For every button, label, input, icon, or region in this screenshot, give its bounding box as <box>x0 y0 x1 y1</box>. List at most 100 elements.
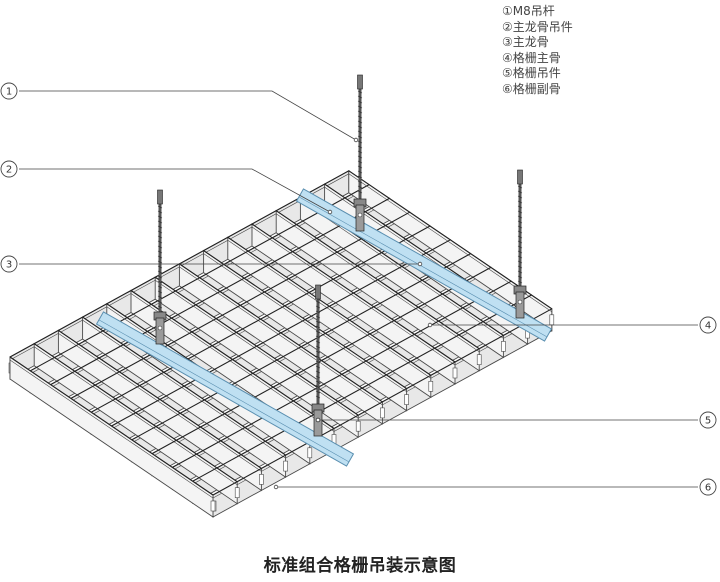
rod-thread <box>157 300 163 304</box>
channel-hanger <box>515 291 525 319</box>
rod-cap <box>315 284 321 300</box>
rod-thread <box>357 90 363 94</box>
diagram-caption: 标准组合格栅吊装示意图 <box>263 556 457 576</box>
rod-thread <box>157 240 163 244</box>
blade-top <box>154 276 359 416</box>
hanger-bolt <box>157 325 163 331</box>
callout-circle-1 <box>0 82 18 100</box>
rod-thread <box>157 295 163 299</box>
rod-thread <box>157 290 163 294</box>
blade-top <box>82 316 286 456</box>
hanger-bolt <box>517 299 523 305</box>
rod-cap <box>357 74 363 90</box>
rod-thread <box>315 355 321 359</box>
rod-thread <box>517 205 523 209</box>
rod-thread <box>517 210 523 214</box>
rod-thread <box>157 225 163 229</box>
rod-thread <box>157 280 163 284</box>
blade-end-slot <box>476 354 482 366</box>
rod-thread <box>157 270 163 274</box>
rod-thread <box>517 280 523 284</box>
rod-thread <box>315 390 321 394</box>
blade-lip <box>300 200 504 339</box>
blade-lip <box>251 226 456 366</box>
rod-thread <box>517 225 523 229</box>
rod-thread <box>517 185 523 189</box>
callout-number-5: 5 <box>705 416 711 427</box>
rod-thread <box>315 330 321 334</box>
callout-circle-2 <box>0 160 18 178</box>
rod-thread <box>517 220 523 224</box>
rod-thread <box>157 285 163 289</box>
rod-thread <box>357 105 363 109</box>
channel-hanger <box>313 409 323 437</box>
rod-thread <box>157 260 163 264</box>
rod-thread <box>315 310 321 314</box>
rod-thread <box>357 175 363 179</box>
rod-thread <box>517 240 523 244</box>
rod-thread <box>315 360 321 364</box>
callout-anchor-1 <box>353 137 359 143</box>
callout-circle-3 <box>0 255 18 273</box>
blade-lip <box>227 240 431 379</box>
rod-thread <box>157 250 163 254</box>
legend-item-6: ⑥格栅副骨 <box>502 81 561 96</box>
rod-thread <box>357 170 363 174</box>
rod-thread <box>315 345 321 349</box>
callout-number-3: 3 <box>6 260 12 271</box>
rod-thread <box>157 210 163 214</box>
main-channel <box>95 311 355 467</box>
rod-thread <box>517 200 523 204</box>
rod-thread <box>157 215 163 219</box>
callout-anchor-4 <box>427 322 433 328</box>
rod-thread <box>357 100 363 104</box>
rod-thread <box>157 205 163 209</box>
rod-thread <box>315 380 321 384</box>
blade-end-slot <box>283 460 288 472</box>
blade-end-slot <box>259 474 264 485</box>
rod-thread <box>157 220 163 224</box>
blade-end-slot <box>404 394 409 405</box>
rod-thread <box>315 370 321 374</box>
blade-top <box>179 263 383 403</box>
blade-top <box>33 343 238 483</box>
rod-thread <box>357 180 363 184</box>
blade-top <box>203 250 407 390</box>
rod-thread <box>315 320 321 324</box>
callout-circle-6 <box>699 478 717 496</box>
rod-thread <box>315 375 321 379</box>
rod-thread <box>517 250 523 254</box>
rod-thread <box>517 245 523 249</box>
rod-thread <box>315 340 321 344</box>
callout-anchor-6 <box>273 484 279 490</box>
rod-thread <box>315 365 321 369</box>
blade-lip <box>34 346 238 485</box>
legend-item-4: ④格栅主骨 <box>502 50 561 65</box>
blade-end-slot <box>210 500 216 512</box>
rod-thread <box>357 95 363 99</box>
blade-top <box>9 356 214 496</box>
rod-thread <box>517 260 523 264</box>
rod-thread <box>517 215 523 219</box>
rod-thread <box>357 135 363 139</box>
hanger-bolt <box>357 212 363 218</box>
rod-thread <box>357 110 363 114</box>
rod-thread <box>315 315 321 319</box>
blade-end-slot <box>234 487 240 499</box>
rod-thread <box>315 385 321 389</box>
rod-thread <box>315 305 321 309</box>
callout-circle-5 <box>699 411 717 429</box>
rod-thread <box>517 230 523 234</box>
blade-end-slot <box>355 420 361 432</box>
blade-top <box>251 223 456 363</box>
blade-end-slot <box>428 380 434 392</box>
callout-number-2: 2 <box>6 165 12 176</box>
rod-thread <box>357 165 363 169</box>
legend: ①M8吊杆 ②主龙骨吊件 ③主龙骨 ④格栅主骨 ⑤格栅吊件 ⑥格栅副骨 <box>502 4 573 97</box>
channel-edge <box>298 196 548 338</box>
rod-thread <box>357 120 363 124</box>
rod-cap <box>157 189 163 205</box>
rod-thread <box>315 335 321 339</box>
